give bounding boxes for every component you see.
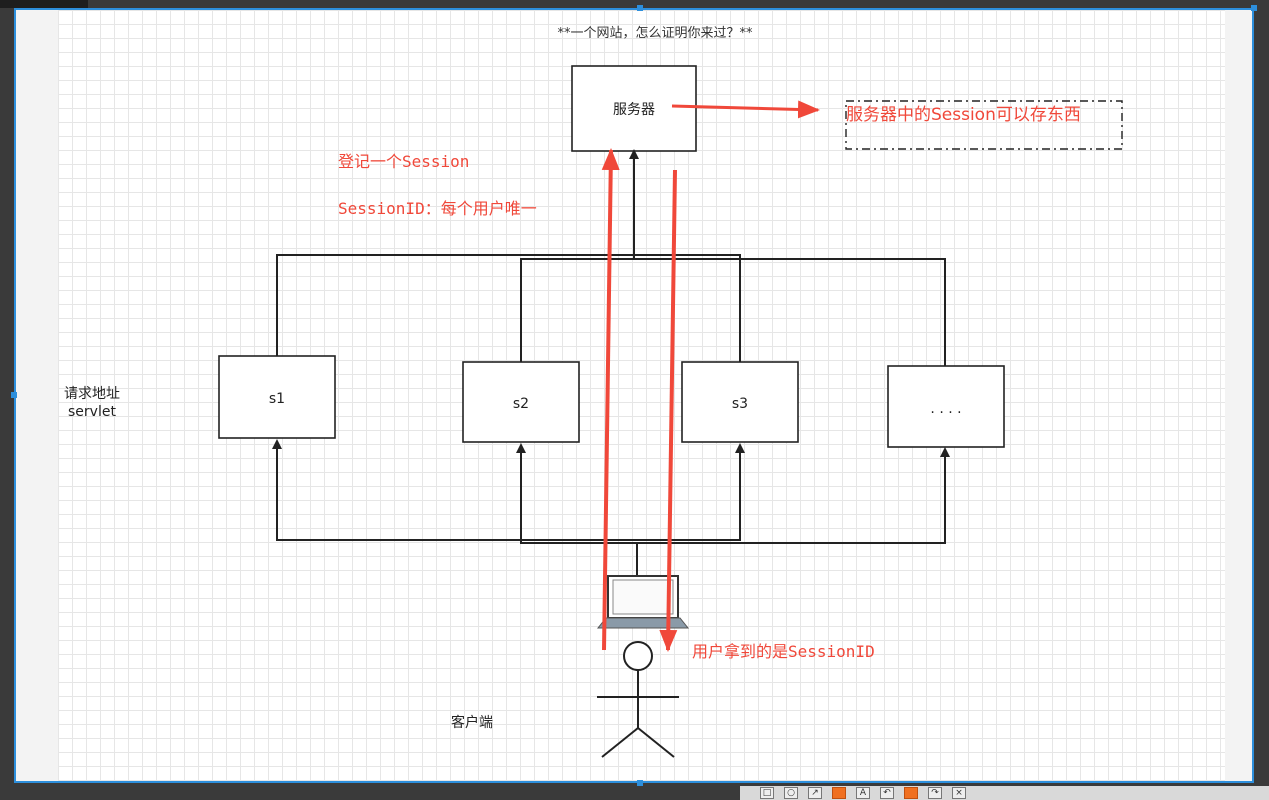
undo-icon[interactable]: ↶: [880, 787, 894, 799]
client-to-servlet-lines: [277, 460, 945, 578]
request-label-line1: 请求地址: [64, 386, 120, 402]
diagram-title[interactable]: **一个网站，怎么证明你来过？**: [557, 26, 753, 41]
marker-icon[interactable]: [904, 787, 918, 799]
servlet-label-more: . . . .: [930, 401, 961, 417]
user-icon[interactable]: [597, 642, 679, 757]
pen-icon[interactable]: [832, 787, 846, 799]
close-icon[interactable]: ×: [952, 787, 966, 799]
text-icon[interactable]: A: [856, 787, 870, 799]
user-gets-text: 用户拿到的是SessionID: [692, 642, 875, 661]
client-label: 客户端: [451, 714, 493, 731]
square-icon[interactable]: □: [760, 787, 774, 799]
session-id-note: SessionID：每个用户唯一: [338, 199, 537, 218]
selection-handle-top[interactable]: [637, 5, 643, 11]
selection-handle-topright[interactable]: [1251, 5, 1257, 11]
circle-icon[interactable]: ○: [784, 787, 798, 799]
selection-handle-bottom[interactable]: [637, 780, 643, 786]
redo-icon[interactable]: ↷: [928, 787, 942, 799]
servlet-label-s3: s3: [732, 396, 748, 412]
servlet-label-s1: s1: [269, 391, 285, 407]
selection-handle-left[interactable]: [11, 392, 17, 398]
arrow-icon[interactable]: ↗: [808, 787, 822, 799]
servlet-label-s2: s2: [513, 396, 529, 412]
server-note-text: 服务器中的Session可以存东西: [846, 105, 1081, 125]
register-session-text: 登记一个Session: [338, 152, 469, 171]
request-label-line2: servlet: [68, 404, 116, 420]
server-label: 服务器: [613, 102, 655, 118]
bottom-toolbar: □ ○ ↗ A ↶ ↷ ×: [740, 786, 1269, 800]
laptop-icon[interactable]: [598, 576, 688, 628]
